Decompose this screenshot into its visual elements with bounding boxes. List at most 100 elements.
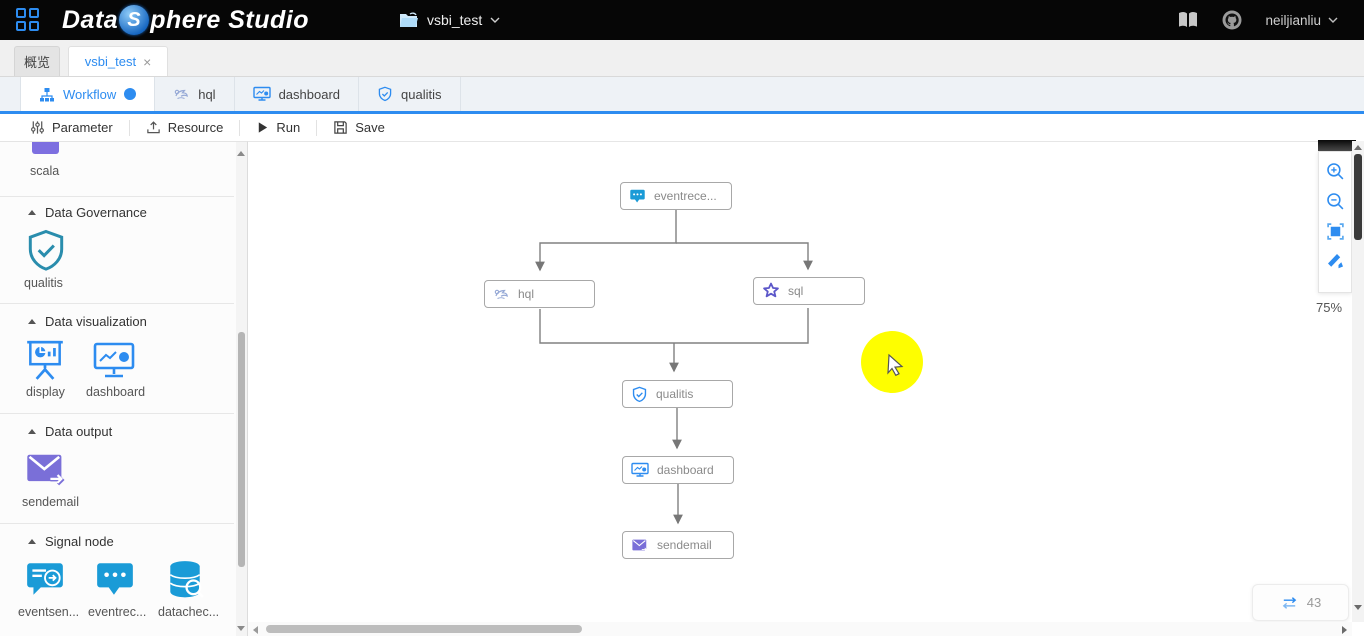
shield-check-icon [632, 386, 647, 402]
section-divider [0, 523, 234, 524]
section-title: Data Governance [45, 205, 147, 220]
palette-item-dashboard[interactable] [93, 341, 135, 386]
execution-count-badge[interactable]: 43 [1252, 584, 1349, 621]
workflow-canvas[interactable]: eventrece... hql sql qualitis dashboard … [248, 141, 1352, 622]
auto-layout-button[interactable] [1325, 251, 1345, 271]
toolbar-separator [128, 119, 130, 136]
save-button[interactable]: Save [317, 114, 401, 141]
node-dashboard[interactable]: dashboard [622, 456, 734, 484]
logo-text-data: Data [62, 5, 119, 34]
mouse-cursor-icon [887, 353, 904, 377]
canvas-zoom-panel [1318, 151, 1352, 293]
scala-icon[interactable] [32, 142, 59, 154]
node-label: dashboard [657, 463, 714, 477]
folder-icon [399, 12, 418, 27]
scroll-up-icon[interactable] [1354, 145, 1362, 150]
shield-check-icon [378, 86, 392, 102]
zoom-level: 75% [1316, 300, 1343, 315]
node-eventreceiver[interactable]: eventrece... [620, 182, 732, 210]
palette-label-dashboard: dashboard [86, 385, 146, 399]
section-data-output[interactable]: Data output [28, 424, 112, 439]
format-icon [1328, 254, 1343, 269]
palette-item-display[interactable] [24, 338, 66, 387]
node-label: sendemail [657, 538, 712, 552]
palette-item-datacheck[interactable] [164, 558, 206, 607]
book-icon[interactable] [1177, 11, 1199, 29]
page-tabs: 概览 vsbi_test × [0, 40, 1364, 77]
github-icon[interactable] [1221, 9, 1243, 31]
toolbar-separator [239, 119, 241, 136]
zoom-in-button[interactable] [1325, 161, 1345, 181]
scroll-up-icon[interactable] [237, 151, 245, 156]
palette-item-eventreceive[interactable] [94, 558, 136, 607]
mail-send-icon [27, 454, 65, 486]
button-label: Parameter [52, 120, 113, 135]
run-button[interactable]: Run [240, 114, 316, 141]
workflow-toolbar: Parameter Resource Run Save [0, 114, 1364, 141]
project-selector[interactable]: vsbi_test [399, 12, 500, 28]
node-qualitis[interactable]: qualitis [622, 380, 733, 408]
mail-send-icon [632, 539, 647, 551]
section-divider [0, 196, 234, 197]
tab-project-vsbi-test[interactable]: vsbi_test × [68, 46, 168, 76]
section-divider [0, 413, 234, 414]
palette-item-qualitis[interactable] [24, 228, 68, 279]
fit-view-button[interactable] [1325, 221, 1345, 241]
hive-icon [174, 89, 189, 99]
scroll-left-icon[interactable] [253, 626, 258, 634]
resource-button[interactable]: Resource [130, 114, 240, 141]
dashboard-monitor-icon [93, 342, 135, 378]
panel-handle[interactable] [1318, 140, 1356, 151]
palette-label-eventreceive: eventrec... [88, 605, 147, 619]
play-icon [259, 122, 268, 133]
section-data-governance[interactable]: Data Governance [28, 205, 147, 220]
event-receive-icon [97, 563, 133, 595]
accent-divider [0, 111, 1364, 114]
tab-workflow[interactable]: Workflow [20, 77, 156, 111]
scrollbar-thumb[interactable] [1354, 154, 1362, 240]
section-signal-node[interactable]: Signal node [28, 534, 114, 549]
scroll-right-icon[interactable] [1342, 626, 1347, 634]
section-title: Data output [45, 424, 113, 439]
spark-star-icon [763, 282, 779, 298]
tab-overview[interactable]: 概览 [14, 46, 60, 76]
button-label: Resource [167, 120, 224, 135]
scrollbar-thumb[interactable] [266, 625, 582, 633]
palette-label-datacheck: datachec... [158, 605, 220, 619]
project-name: vsbi_test [426, 12, 483, 28]
zoom-out-button[interactable] [1325, 191, 1345, 211]
parameter-button[interactable]: Parameter [14, 114, 129, 141]
sliders-icon [31, 121, 44, 134]
sidebar-scrollbar[interactable] [236, 142, 247, 636]
caret-up-icon [28, 539, 36, 544]
node-hql[interactable]: hql [484, 280, 595, 308]
upload-icon [146, 121, 160, 134]
palette-label-eventsend: eventsen... [18, 605, 80, 619]
vertical-scrollbar[interactable] [1352, 141, 1364, 622]
tab-hql[interactable]: hql [155, 77, 235, 111]
palette-item-eventsend[interactable] [24, 558, 66, 607]
scroll-down-icon[interactable] [237, 626, 245, 631]
node-sql[interactable]: sql [753, 277, 865, 305]
palette-item-scala[interactable]: scala [30, 164, 60, 178]
scrollbar-thumb[interactable] [238, 332, 245, 567]
node-sendemail[interactable]: sendemail [622, 531, 734, 559]
swap-arrows-icon [1282, 596, 1297, 609]
apps-grid-icon[interactable] [16, 8, 40, 32]
palette-item-sendemail[interactable] [24, 448, 68, 495]
section-data-visualization[interactable]: Data visualization [28, 314, 147, 329]
horizontal-scrollbar[interactable] [248, 622, 1352, 636]
tab-label: dashboard [278, 86, 341, 102]
tab-qualitis[interactable]: qualitis [359, 77, 461, 111]
palette-label-sendemail: sendemail [22, 495, 79, 509]
tab-dashboard[interactable]: dashboard [235, 77, 360, 111]
user-menu[interactable]: neiljianliu [1265, 13, 1338, 28]
logo-sphere-icon: S [119, 5, 150, 35]
scroll-down-icon[interactable] [1354, 605, 1362, 610]
palette-label-qualitis: qualitis [24, 276, 63, 290]
badge-count: 43 [1306, 595, 1322, 610]
chevron-down-icon [490, 17, 500, 23]
close-icon[interactable]: × [143, 53, 152, 70]
